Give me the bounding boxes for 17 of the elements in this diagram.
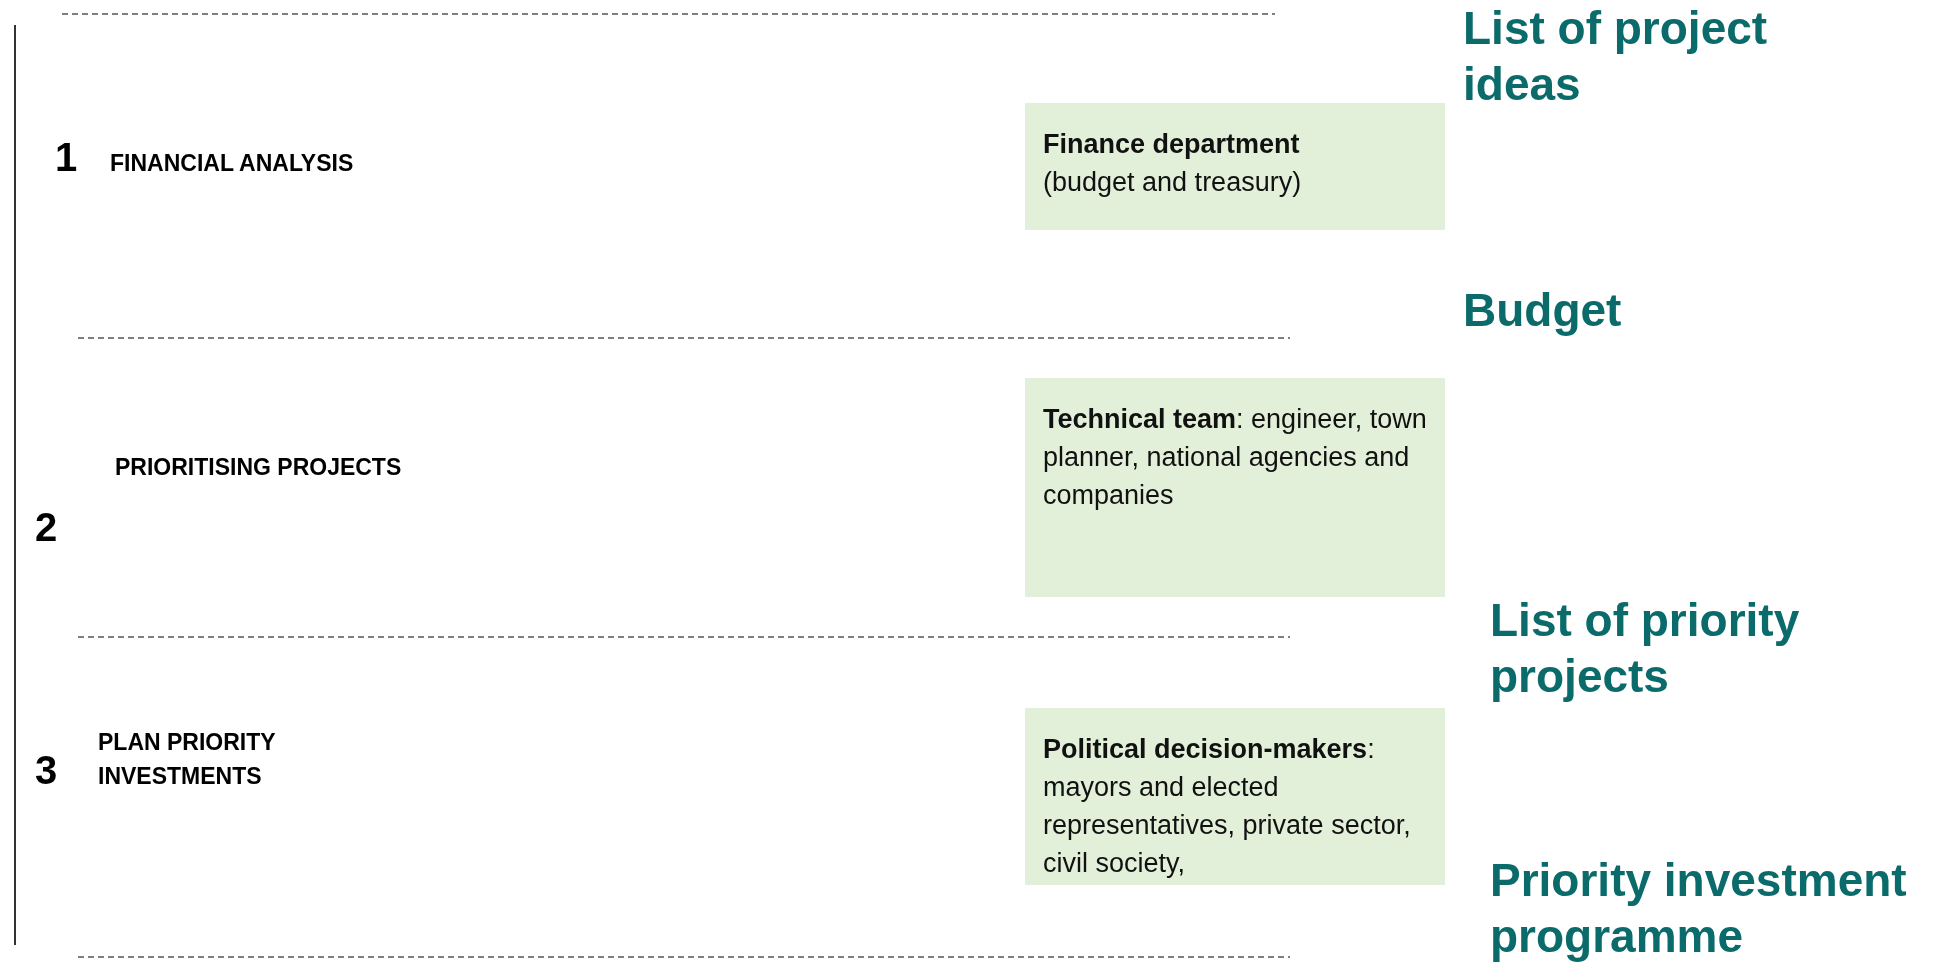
step-title: FINANCIAL ANALYSIS: [110, 149, 354, 178]
actor-box: [1025, 708, 1445, 885]
step-title: PRIORITISING PROJECTS: [115, 453, 402, 482]
step-number: 1: [55, 135, 78, 179]
step-number: 2: [35, 505, 58, 549]
actor-box: [1025, 378, 1445, 597]
output-heading: List of priority projects: [1490, 593, 1801, 704]
output-heading: Budget: [1463, 283, 1622, 338]
box-heading: Finance department: [1043, 128, 1301, 161]
output-heading: List of project ideas: [1463, 1, 1769, 112]
actor-box: [1025, 103, 1445, 230]
step-number: 3: [35, 748, 58, 792]
box-text: Technical team: engineer, town planner, national agencies and companies: [1043, 403, 1427, 512]
step-title: PLAN PRIORITY INVESTMENTS: [98, 728, 277, 791]
box-text: (budget and treasury): [1043, 166, 1303, 199]
output-heading: Priority investment programme: [1490, 853, 1908, 964]
box-text: Political decision-makers: mayors and elected representatives, private sector, civil society,: [1043, 733, 1412, 880]
